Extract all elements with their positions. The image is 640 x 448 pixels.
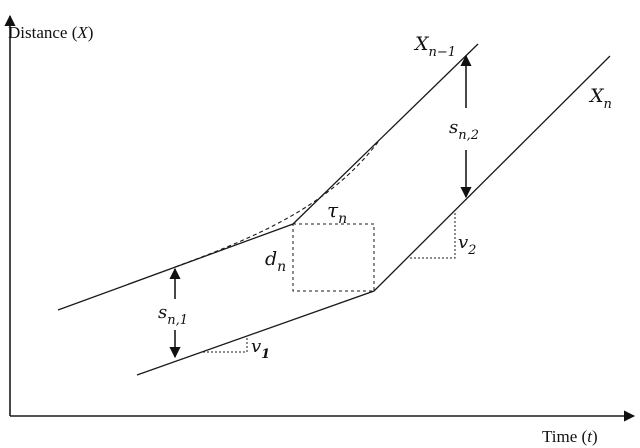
s2-label: sn,2 [449, 117, 479, 143]
d-label: dn [265, 248, 286, 275]
x-axis-label: Time (t) [542, 427, 598, 446]
leader-trajectory [57, 43, 479, 311]
leader-label: Xn−1 [413, 33, 456, 60]
y-axis-label: Distance (X) [8, 23, 93, 42]
follower-label: Xn [588, 85, 612, 112]
v1-slope-triangle [203, 337, 248, 353]
v2-label: v2 [458, 232, 476, 258]
follower-trajectory [136, 55, 611, 376]
delay-rectangle [292, 223, 375, 292]
s1-label: sn,1 [158, 302, 188, 328]
leader-smooth-dashed-curve [174, 141, 379, 268]
v2-slope-triangle [410, 213, 456, 259]
tau-label: τn [327, 198, 347, 227]
v1-label: v1 [251, 336, 270, 362]
